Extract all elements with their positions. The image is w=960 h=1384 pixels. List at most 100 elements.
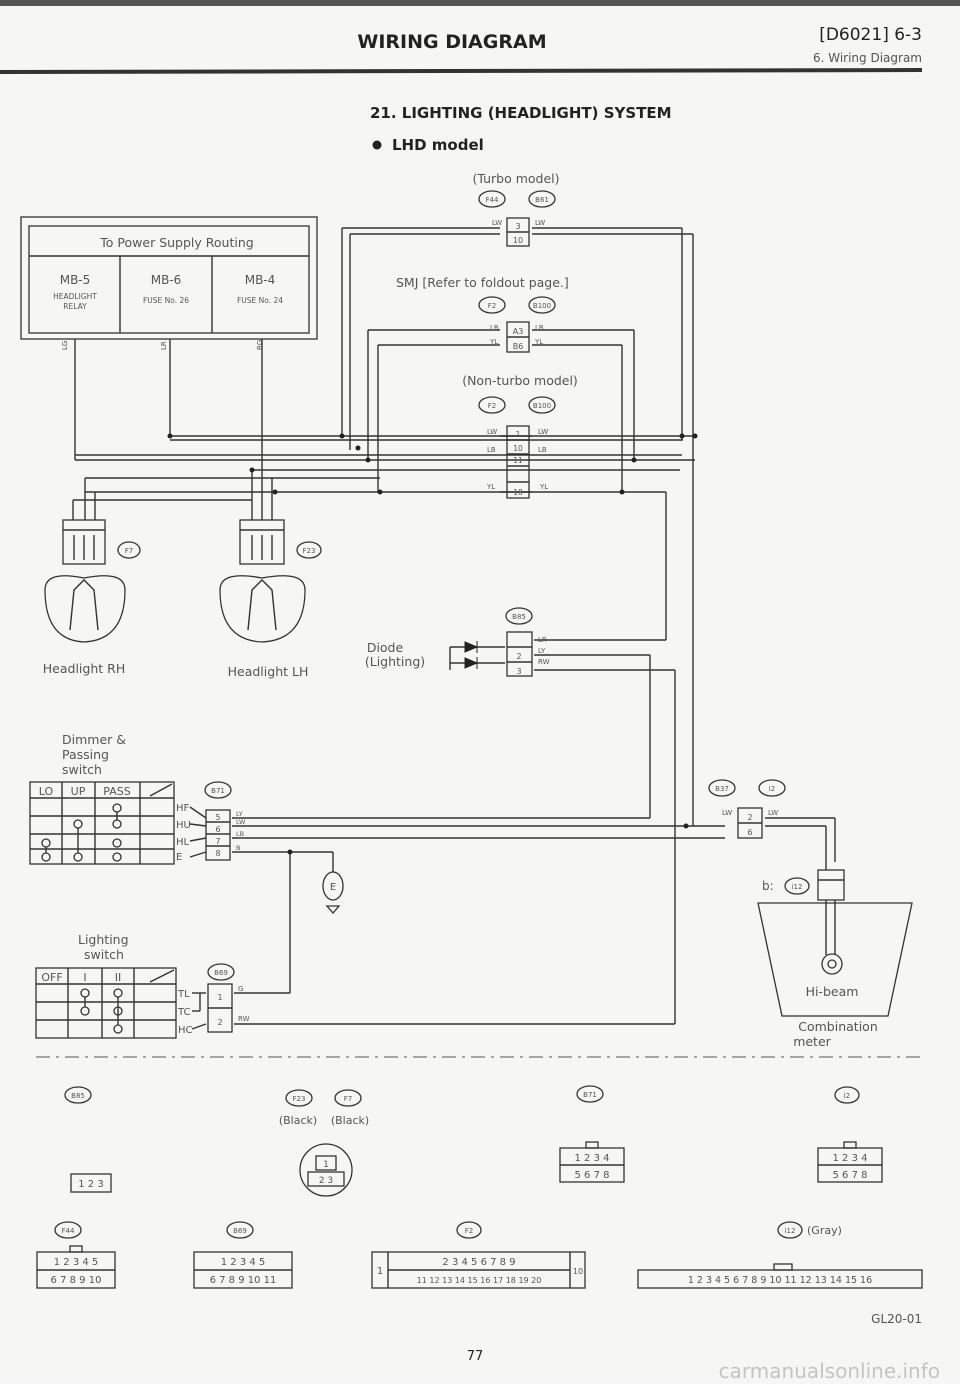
svg-text:F44: F44 bbox=[62, 1227, 75, 1235]
svg-text:LO: LO bbox=[39, 785, 54, 798]
watermark: carmanualsonline.info bbox=[719, 1359, 940, 1383]
svg-text:1: 1 bbox=[377, 1266, 383, 1277]
svg-text:(Black): (Black) bbox=[331, 1114, 369, 1127]
headlight-rh-label: Headlight RH bbox=[43, 661, 125, 676]
svg-text:II: II bbox=[115, 971, 122, 984]
headlight-rh-bulb-icon bbox=[44, 575, 126, 643]
svg-text:10: 10 bbox=[513, 236, 523, 245]
svg-text:LW: LW bbox=[722, 809, 732, 817]
legend-f2: F2 1 10 2 3 4 5 6 7 8 9 11 12 13 14 15 1… bbox=[371, 1221, 586, 1289]
svg-text:5: 5 bbox=[215, 813, 220, 822]
svg-text:F2: F2 bbox=[488, 302, 496, 310]
svg-text:B69: B69 bbox=[214, 969, 228, 977]
meter-connector-tags: B37 i2 bbox=[708, 779, 786, 797]
svg-text:MB-6: MB-6 bbox=[151, 273, 182, 287]
svg-text:LB: LB bbox=[535, 324, 544, 332]
svg-text:F2: F2 bbox=[488, 402, 496, 410]
svg-text:F44: F44 bbox=[486, 196, 499, 204]
wire-label-lr: LR bbox=[160, 341, 168, 350]
dimmer-label-2: Passing bbox=[62, 747, 109, 762]
svg-text:F2: F2 bbox=[465, 1227, 473, 1235]
meter-b-label: b: bbox=[762, 879, 774, 893]
conn-tag-i12 bbox=[784, 877, 810, 895]
svg-text:3: 3 bbox=[515, 222, 520, 231]
svg-text:LW: LW bbox=[236, 818, 246, 826]
bullet-icon bbox=[372, 140, 382, 150]
section-model: LHD model bbox=[392, 136, 484, 154]
svg-text:LW: LW bbox=[768, 809, 778, 817]
conn-tag-f7 bbox=[117, 541, 141, 559]
conn-tag-b85 bbox=[505, 607, 533, 625]
svg-text:1 2 3 4 5: 1 2 3 4 5 bbox=[221, 1257, 266, 1268]
svg-text:MB-4: MB-4 bbox=[245, 273, 276, 287]
svg-text:YL: YL bbox=[534, 338, 543, 346]
headlight-lh-bulb-icon bbox=[219, 575, 306, 643]
turbo-connector: 3 10 LW LW bbox=[492, 217, 545, 247]
diode-label-2: (Lighting) bbox=[365, 654, 425, 669]
svg-text:F7: F7 bbox=[125, 547, 133, 555]
legend-b69: B69 1 2 3 4 5 6 7 8 9 10 11 bbox=[193, 1221, 293, 1289]
junction-dots bbox=[167, 433, 698, 855]
meter-label-1: Combination bbox=[798, 1019, 878, 1034]
nonturbo-connector: 1 10 11 18 LW LB LW LB YL YL bbox=[486, 425, 548, 499]
svg-text:10: 10 bbox=[573, 1267, 583, 1276]
svg-text:TL: TL bbox=[177, 989, 190, 1000]
nonturbo-label: (Non-turbo model) bbox=[462, 373, 578, 388]
svg-text:i12: i12 bbox=[785, 1227, 796, 1235]
lighting-label-2: switch bbox=[84, 947, 124, 962]
svg-text:6 7 8 9 10 11: 6 7 8 9 10 11 bbox=[210, 1275, 277, 1286]
top-edge-bar bbox=[0, 0, 960, 6]
svg-text:B37: B37 bbox=[715, 785, 729, 793]
headlight-lh-connector bbox=[239, 519, 285, 565]
conn-tag-b71 bbox=[204, 781, 232, 799]
wiring-harness bbox=[72, 227, 836, 1025]
svg-text:PASS: PASS bbox=[103, 785, 130, 798]
svg-text:LW: LW bbox=[535, 219, 545, 227]
svg-text:2 3: 2 3 bbox=[319, 1176, 333, 1186]
svg-text:LW: LW bbox=[538, 428, 548, 436]
meter-b-connector bbox=[817, 869, 845, 901]
headlight-rh-connector bbox=[62, 519, 106, 565]
smj-connector-tags: F2 B100 bbox=[478, 296, 556, 314]
svg-text:B61: B61 bbox=[535, 196, 549, 204]
svg-text:10: 10 bbox=[513, 444, 523, 453]
smj-connector: A3 B6 LB YL LB YL bbox=[489, 321, 544, 353]
header-code: [D6021] 6-3 bbox=[819, 25, 922, 45]
meter-connector: 2 6 LW LW bbox=[722, 807, 778, 839]
svg-text:B: B bbox=[236, 844, 240, 852]
svg-text:UP: UP bbox=[71, 785, 86, 798]
svg-text:LB: LB bbox=[487, 446, 496, 454]
page-number: 77 bbox=[467, 1349, 484, 1364]
header-subtitle: 6. Wiring Diagram bbox=[813, 51, 922, 65]
lighting-label-1: Lighting bbox=[78, 932, 129, 947]
svg-text:1: 1 bbox=[516, 430, 521, 439]
svg-text:F23: F23 bbox=[293, 1095, 306, 1103]
svg-text:G: G bbox=[238, 985, 243, 993]
svg-text:7: 7 bbox=[215, 837, 220, 846]
svg-text:YL: YL bbox=[486, 483, 495, 491]
svg-text:HEADLIGHT: HEADLIGHT bbox=[53, 292, 97, 301]
svg-text:LW: LW bbox=[487, 428, 497, 436]
svg-text:5 6 7 8: 5 6 7 8 bbox=[575, 1170, 610, 1181]
diagram-code: GL20-01 bbox=[871, 1312, 922, 1326]
svg-text:FUSE No. 26: FUSE No. 26 bbox=[143, 296, 189, 305]
dimmer-label-3: switch bbox=[62, 762, 102, 777]
dimmer-connector: 5 6 7 8 LY LW LB B bbox=[205, 809, 246, 861]
svg-text:6: 6 bbox=[747, 828, 752, 837]
wire-label-lg: LG bbox=[61, 341, 69, 350]
svg-text:B100: B100 bbox=[533, 302, 551, 310]
svg-text:A3: A3 bbox=[513, 327, 524, 336]
svg-text:B85: B85 bbox=[512, 613, 526, 621]
svg-text:1: 1 bbox=[217, 993, 222, 1002]
header-rule bbox=[0, 68, 923, 74]
svg-text:B100: B100 bbox=[533, 402, 551, 410]
smj-label: SMJ [Refer to foldout page.] bbox=[396, 275, 569, 290]
nonturbo-connector-tags: F2 B100 bbox=[478, 396, 556, 414]
svg-text:HC: HC bbox=[178, 1025, 193, 1036]
diode-symbol-icon bbox=[464, 657, 479, 669]
svg-text:6: 6 bbox=[215, 825, 220, 834]
svg-text:5 6 7 8: 5 6 7 8 bbox=[833, 1170, 868, 1181]
power-heading: To Power Supply Routing bbox=[99, 235, 253, 250]
